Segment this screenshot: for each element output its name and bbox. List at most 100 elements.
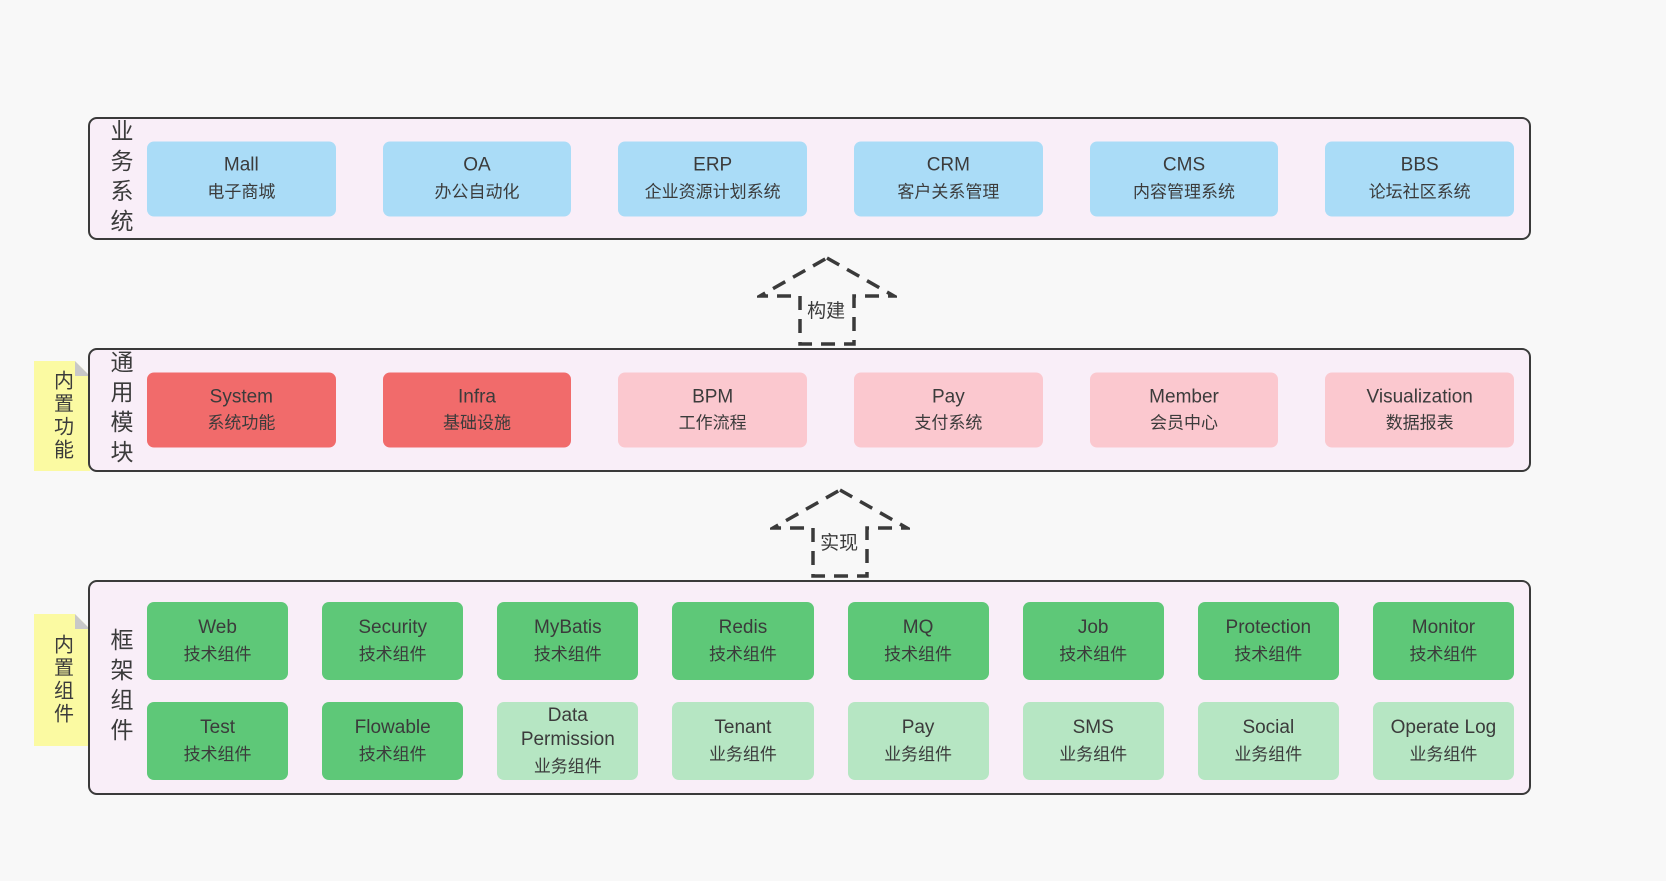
build-arrow-label: 构建 <box>804 295 849 324</box>
box-subtitle: 技术组件 <box>884 644 953 664</box>
box-member: Member 会员中心 <box>1089 372 1279 448</box>
box-crm: CRM 客户关系管理 <box>854 141 1043 216</box>
box-pay-biz: Pay 业务组件 <box>847 702 989 780</box>
box-mybatis: MyBatis 技术组件 <box>497 602 639 680</box>
box-title: Monitor <box>1411 617 1476 639</box>
box-mall: Mall 电子商城 <box>147 141 336 216</box>
box-protection: Protection 技术组件 <box>1197 602 1339 680</box>
box-subtitle: 业务组件 <box>533 757 602 777</box>
dashed-up-arrow-icon <box>757 255 897 346</box>
box-subtitle: 电子商城 <box>207 182 276 202</box>
box-subtitle: 技术组件 <box>183 644 252 664</box>
modules-panel-label: 通用模块 <box>107 350 133 470</box>
box-subtitle: 技术组件 <box>358 644 427 664</box>
box-subtitle: 技术组件 <box>708 644 777 664</box>
components-panel-label: 框架组件 <box>107 627 133 748</box>
box-title: Job <box>1077 617 1109 639</box>
box-monitor: Monitor 技术组件 <box>1372 602 1514 680</box>
box-title: Operate Log <box>1390 717 1497 739</box>
box-title: Test <box>200 717 235 739</box>
box-subtitle: 业务组件 <box>708 744 777 764</box>
box-title: Social <box>1242 717 1295 739</box>
box-subtitle: 工作流程 <box>678 413 747 433</box>
box-title: MyBatis <box>534 617 602 639</box>
box-infra: Infra 基础设施 <box>382 372 572 448</box>
modules-box-row: System 系统功能 Infra 基础设施 BPM 工作流程 Pay 支付系统… <box>147 372 1515 448</box>
box-tenant: Tenant 业务组件 <box>672 702 814 780</box>
box-oa: OA 办公自动化 <box>382 141 572 216</box>
box-subtitle: 业务组件 <box>1234 744 1303 764</box>
box-subtitle: 办公自动化 <box>434 182 520 202</box>
business-box-row: Mall 电子商城 OA 办公自动化 ERP 企业资源计划系统 CRM 客户关系… <box>147 141 1515 216</box>
box-mq: MQ 技术组件 <box>847 602 989 680</box>
box-flowable: Flowable 技术组件 <box>322 702 464 780</box>
framework-components-panel: 框架组件 Web 技术组件 Security 技术组件 MyBatis 技术组件… <box>88 580 1531 795</box>
sticky-note-builtin-features: 内置功能 <box>34 361 90 471</box>
box-subtitle: 技术组件 <box>1059 644 1128 664</box>
box-operate-log: Operate Log 业务组件 <box>1372 702 1514 780</box>
sticky-note-text: 内置组件 <box>50 634 73 726</box>
box-subtitle: 会员中心 <box>1150 413 1219 433</box>
box-test: Test 技术组件 <box>147 702 289 780</box>
box-title: OA <box>463 154 491 176</box>
box-subtitle: 企业资源计划系统 <box>644 182 781 202</box>
sticky-note-builtin-components: 内置组件 <box>34 614 90 746</box>
box-security: Security 技术组件 <box>322 602 464 680</box>
box-bbs: BBS 论坛社区系统 <box>1325 141 1515 216</box>
box-title: Security <box>358 617 427 639</box>
box-visualization: Visualization 数据报表 <box>1325 372 1515 448</box>
box-subtitle: 系统功能 <box>207 413 276 433</box>
box-cms: CMS 内容管理系统 <box>1089 141 1279 216</box>
box-title: Flowable <box>354 717 431 739</box>
box-title: CRM <box>926 154 970 176</box>
box-social: Social 业务组件 <box>1197 702 1339 780</box>
box-subtitle: 业务组件 <box>1409 744 1478 764</box>
components-row-1: Web 技术组件 Security 技术组件 MyBatis 技术组件 Redi… <box>147 602 1514 680</box>
box-subtitle: 内容管理系统 <box>1133 182 1236 202</box>
box-pay: Pay 支付系统 <box>854 372 1043 448</box>
box-redis: Redis 技术组件 <box>672 602 814 680</box>
box-subtitle: 支付系统 <box>914 413 983 433</box>
box-title: Pay <box>901 717 935 739</box>
box-job: Job 技术组件 <box>1022 602 1164 680</box>
box-title: Tenant <box>714 717 772 739</box>
implement-arrow: 实现 <box>770 487 910 579</box>
box-data-permission: Data Permission 业务组件 <box>497 702 639 780</box>
box-title: Protection <box>1225 617 1312 639</box>
box-system: System 系统功能 <box>147 372 336 448</box>
box-subtitle: 业务组件 <box>1059 744 1128 764</box>
business-systems-panel: 业务系统 Mall 电子商城 OA 办公自动化 ERP 企业资源计划系统 CRM… <box>88 117 1531 240</box>
box-title: System <box>209 386 274 408</box>
sticky-note-text: 内置功能 <box>50 370 73 462</box>
common-modules-panel: 通用模块 System 系统功能 Infra 基础设施 BPM 工作流程 Pay… <box>88 348 1531 472</box>
box-title: Visualization <box>1366 386 1473 408</box>
box-web: Web 技术组件 <box>147 602 289 680</box>
box-subtitle: 技术组件 <box>183 744 252 764</box>
box-subtitle: 技术组件 <box>533 644 602 664</box>
box-title: Member <box>1149 386 1219 408</box>
box-title: MQ <box>902 617 934 639</box>
box-title: SMS <box>1072 717 1114 739</box>
box-subtitle: 数据报表 <box>1385 413 1454 433</box>
box-erp: ERP 企业资源计划系统 <box>618 141 808 216</box>
box-title: Data Permission <box>520 704 615 751</box>
box-bpm: BPM 工作流程 <box>618 372 808 448</box>
build-arrow: 构建 <box>757 255 897 347</box>
box-title: BPM <box>692 386 734 408</box>
box-subtitle: 技术组件 <box>1409 644 1478 664</box>
box-subtitle: 业务组件 <box>884 744 953 764</box>
box-subtitle: 技术组件 <box>1234 644 1303 664</box>
box-title: CMS <box>1162 154 1206 176</box>
box-title: ERP <box>693 154 733 176</box>
implement-arrow-label: 实现 <box>817 527 862 556</box>
box-subtitle: 技术组件 <box>358 744 427 764</box>
box-subtitle: 基础设施 <box>443 413 511 433</box>
box-title: Redis <box>718 617 768 639</box>
components-row-2: Test 技术组件 Flowable 技术组件 Data Permission … <box>147 702 1514 780</box>
box-title: Pay <box>931 386 965 408</box>
box-title: Web <box>198 617 237 639</box>
box-title: BBS <box>1400 154 1439 176</box>
business-panel-label: 业务系统 <box>107 118 133 239</box>
box-subtitle: 客户关系管理 <box>897 182 1000 202</box>
